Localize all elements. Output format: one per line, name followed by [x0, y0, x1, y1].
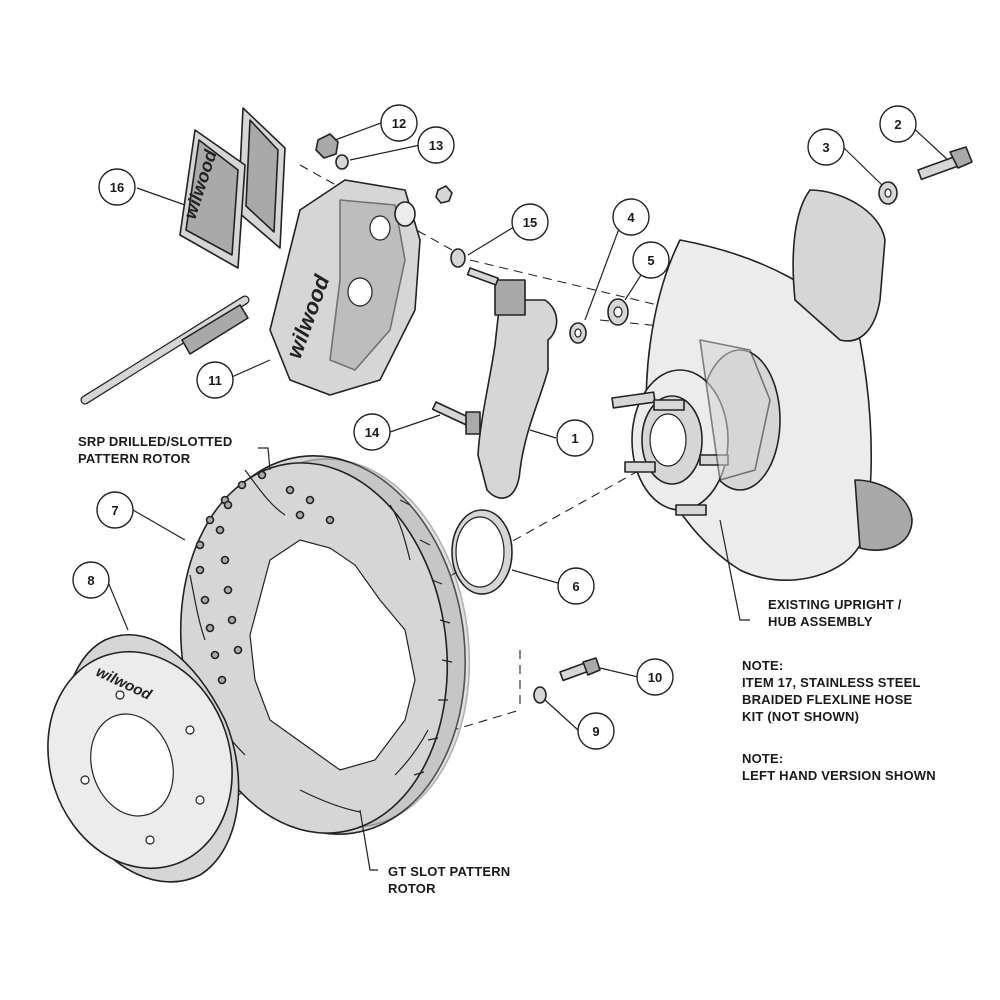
callout-15: 15: [511, 203, 549, 241]
callout-1: 1: [556, 419, 594, 457]
callout-10: 10: [636, 658, 674, 696]
svg-text:EXISTING UPRIGHT /: EXISTING UPRIGHT /: [768, 597, 902, 612]
wheel-studs: [611, 391, 729, 516]
note-left-hand: NOTE: LEFT HAND VERSION SHOWN: [742, 751, 936, 783]
callout-6: 6: [557, 567, 595, 605]
nut-item-12: [315, 133, 339, 159]
svg-text:ROTOR: ROTOR: [388, 881, 436, 896]
rotor-drill-holes: [195, 470, 335, 685]
note-flexline: NOTE: ITEM 17, STAINLESS STEEL BRAIDED F…: [742, 658, 921, 724]
svg-text:11: 11: [208, 373, 222, 388]
brake-pads-item-16: wilwood: [179, 107, 286, 269]
hat-center-bore: [90, 713, 174, 817]
srp-rotor-label: SRP DRILLED/SLOTTED PATTERN ROTOR: [78, 434, 233, 466]
upright-label: EXISTING UPRIGHT / HUB ASSEMBLY: [768, 597, 902, 629]
svg-text:SRP DRILLED/SLOTTED: SRP DRILLED/SLOTTED: [78, 434, 233, 449]
callout-8: 8: [72, 561, 110, 599]
rotor-vanes: [399, 499, 453, 776]
callout-13: 13: [417, 126, 455, 164]
svg-text:8: 8: [87, 573, 94, 588]
bolt-item-10: [559, 657, 601, 682]
svg-text:ITEM 17, STAINLESS STEEL: ITEM 17, STAINLESS STEEL: [742, 675, 921, 690]
svg-text:5: 5: [647, 253, 654, 268]
callout-14: 14: [353, 413, 391, 451]
caliper-item-11: wilwood: [269, 179, 421, 396]
svg-text:10: 10: [648, 670, 662, 685]
caliper-nut: [435, 185, 453, 204]
svg-text:6: 6: [572, 579, 579, 594]
washer-item-13: [335, 154, 349, 170]
svg-text:14: 14: [365, 425, 380, 440]
callout-7: 7: [96, 491, 134, 529]
gt-rotor-label: GT SLOT PATTERN ROTOR: [388, 864, 510, 896]
svg-text:NOTE:: NOTE:: [742, 751, 783, 766]
svg-text:LEFT HAND VERSION SHOWN: LEFT HAND VERSION SHOWN: [742, 768, 936, 783]
svg-text:9: 9: [592, 724, 599, 739]
stud-item-14: [431, 401, 481, 435]
svg-text:12: 12: [392, 116, 406, 131]
washer-item-15: [450, 248, 466, 268]
callout-2: 2: [879, 105, 917, 143]
callout-9: 9: [577, 712, 615, 750]
svg-text:16: 16: [110, 180, 124, 195]
bolt-item-2: [917, 146, 973, 181]
callout-5: 5: [632, 241, 670, 279]
svg-text:1: 1: [571, 431, 578, 446]
callout-11: 11: [196, 361, 234, 399]
callout-3: 3: [807, 128, 845, 166]
svg-text:13: 13: [429, 138, 443, 153]
callout-leaders: [107, 122, 949, 871]
svg-text:KIT (NOT SHOWN): KIT (NOT SHOWN): [742, 709, 859, 724]
caliper-pin: [80, 295, 250, 405]
shim-item-6: [451, 509, 513, 595]
svg-text:GT SLOT PATTERN: GT SLOT PATTERN: [388, 864, 510, 879]
svg-text:HUB ASSEMBLY: HUB ASSEMBLY: [768, 614, 873, 629]
callout-16: 16: [98, 168, 136, 206]
svg-text:BRAIDED FLEXLINE HOSE: BRAIDED FLEXLINE HOSE: [742, 692, 912, 707]
rotor-hat-item-8: wilwood: [47, 634, 240, 883]
svg-text:3: 3: [822, 140, 829, 155]
rotor-center-bore: [249, 539, 416, 771]
callout-4: 4: [612, 198, 650, 236]
svg-text:4: 4: [627, 210, 635, 225]
upright-hub-assembly: [611, 189, 913, 581]
rotor-item-7: [179, 455, 471, 835]
hat-bolt-holes: [80, 690, 205, 845]
svg-text:NOTE:: NOTE:: [742, 658, 783, 673]
svg-text:PATTERN ROTOR: PATTERN ROTOR: [78, 451, 191, 466]
svg-text:15: 15: [523, 215, 537, 230]
svg-text:7: 7: [111, 503, 118, 518]
washer-item-9: [533, 686, 547, 704]
callout-12: 12: [380, 104, 418, 142]
caliper-bracket-item-1: [466, 267, 558, 499]
svg-text:2: 2: [894, 117, 901, 132]
